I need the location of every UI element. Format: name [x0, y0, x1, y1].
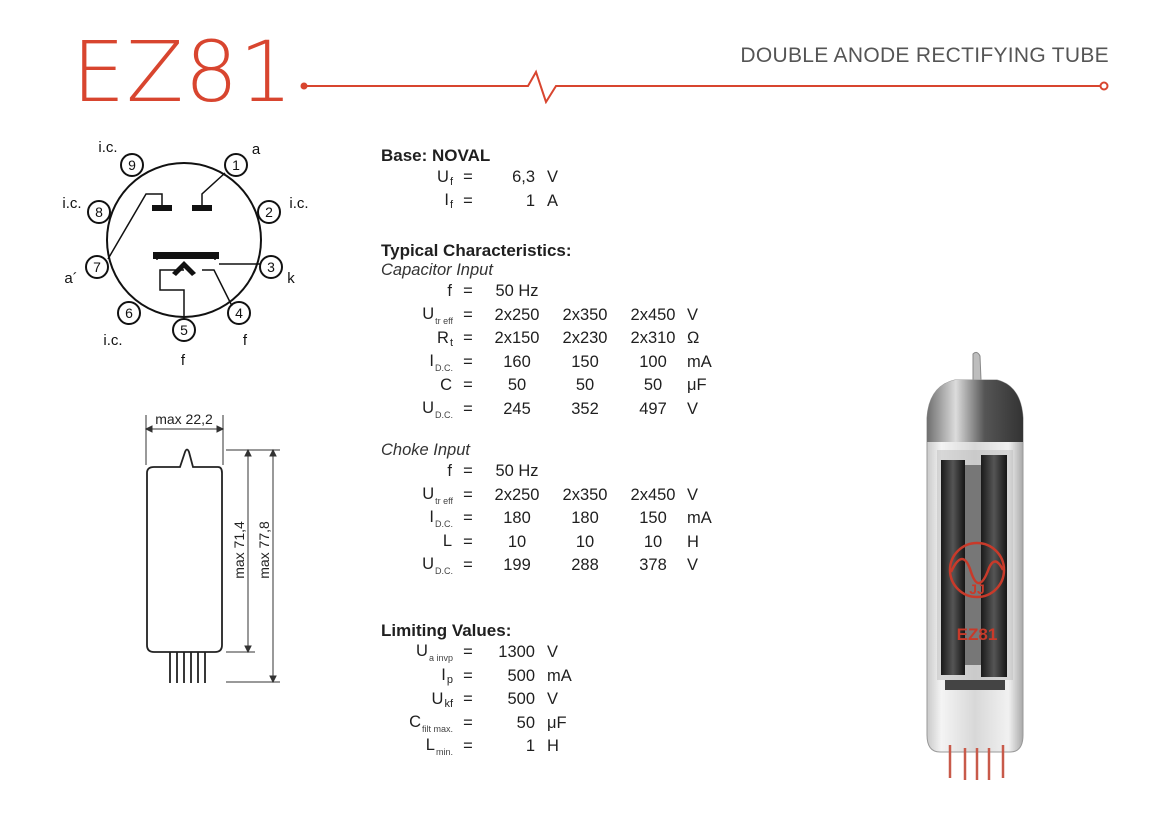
pin-label: f	[243, 332, 248, 349]
choke-input-label: Choke Input	[381, 441, 470, 459]
pin-circle	[259, 255, 283, 279]
spec-row: f=50 Hz	[447, 281, 539, 301]
dimension-diagram: max 22,2 max 71,4 max 77,8	[144, 411, 280, 684]
pin-label: a	[252, 141, 261, 158]
pin-number: 2	[265, 204, 273, 220]
pin-number: 1	[232, 157, 240, 173]
pin-label: k	[287, 270, 295, 287]
spec-row: f=50 Hz	[447, 461, 539, 481]
width-dimension-label: max 22,2	[155, 411, 213, 427]
capacitor-input-label: Capacitor Input	[381, 261, 493, 279]
spec-row: If = 1 A	[444, 191, 559, 212]
page-title: EZ81	[72, 23, 294, 121]
page-subtitle: DOUBLE ANODE RECTIFYING TUBE	[740, 44, 1109, 67]
tube-photo: JJ EZ81	[926, 351, 1024, 780]
pin-label: f	[181, 352, 186, 369]
pin-number: 6	[125, 305, 133, 321]
pin-number: 8	[95, 204, 103, 220]
pin-circle	[224, 153, 248, 177]
header-heartbeat-line	[300, 69, 1109, 104]
pin-label: a´	[64, 270, 77, 287]
pin-label: i.c.	[103, 332, 122, 349]
pin-circle	[117, 301, 141, 325]
pin-number: 7	[93, 259, 101, 275]
typical-section: Typical Characteristics: Capacitor Input…	[381, 241, 727, 578]
pin-number: 4	[235, 305, 243, 321]
pin-label: i.c.	[98, 139, 117, 156]
tube-print: EZ81	[957, 625, 998, 644]
pin-number: 3	[267, 259, 275, 275]
pin-number: 9	[128, 157, 136, 173]
pin-label: i.c.	[289, 195, 308, 212]
pin-circle	[85, 255, 109, 279]
pin-circle	[257, 200, 281, 224]
total-height-label: max 77,8	[256, 521, 272, 579]
base-heading: Base: NOVAL	[381, 146, 491, 165]
typical-heading: Typical Characteristics:	[381, 241, 572, 260]
pin-circle	[120, 153, 144, 177]
base-section: Base: NOVAL Uf = 6,3 V If = 1 A	[381, 146, 587, 213]
pin-circle	[87, 200, 111, 224]
pin-number: 5	[180, 322, 188, 338]
pin-circle	[227, 301, 251, 325]
spec-row: Uf = 6,3 V	[437, 167, 559, 188]
limiting-heading: Limiting Values:	[381, 621, 512, 640]
pin-label: i.c.	[62, 195, 81, 212]
pinout-diagram: 9 1 8 2 7 3 6 4 5 i.c. a i.c. i.c. a´ k …	[62, 139, 308, 369]
tube-logo-letters: JJ	[969, 581, 985, 597]
body-height-label: max 71,4	[231, 521, 247, 579]
